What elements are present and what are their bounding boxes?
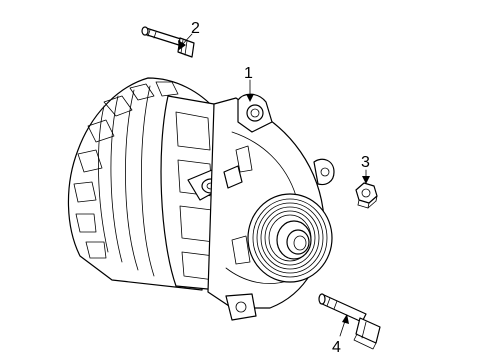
- part-4-bolt: [318, 293, 381, 350]
- part-3-nut: [355, 182, 378, 209]
- part-1-alternator: [67, 77, 335, 321]
- callout-4-label: 4: [332, 339, 341, 356]
- callout-3: 3: [361, 154, 370, 184]
- callout-4: 4: [332, 314, 349, 356]
- callout-2-label: 2: [191, 20, 200, 37]
- callout-2: 2: [178, 20, 200, 50]
- callout-1: 1: [244, 65, 254, 102]
- callout-1-label: 1: [244, 65, 253, 82]
- part-2-stud: [141, 26, 195, 58]
- callout-3-label: 3: [361, 154, 370, 171]
